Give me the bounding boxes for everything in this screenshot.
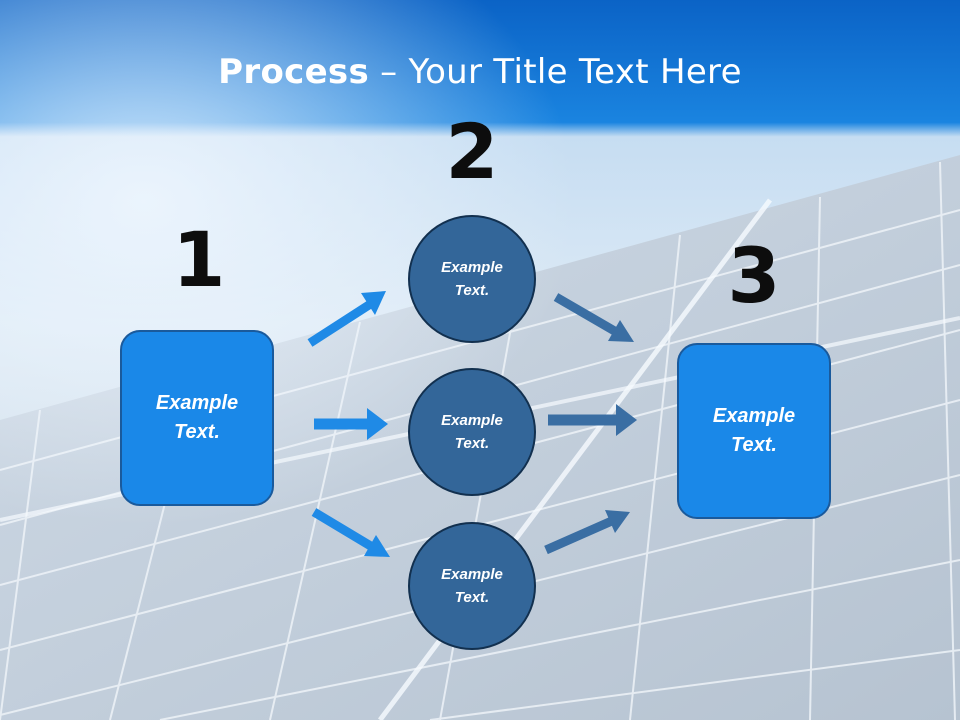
circle-top-label: Example Text. (441, 259, 503, 299)
title-rest-text: – Your Title Text Here (369, 52, 742, 92)
arrow-box1-to-circle-middle (314, 408, 388, 440)
step-number-2: 2 (445, 107, 499, 196)
arrow-box1-to-circle-bottom (311, 508, 390, 557)
arrow-circle-top-to-box3 (553, 293, 634, 342)
circle-middle-label: Example Text. (441, 412, 503, 452)
step-3-box: Example Text. (677, 343, 831, 519)
step-1-box: Example Text. (120, 330, 274, 506)
step-2-circle-middle: Example Text. (408, 368, 536, 496)
step-number-1: 1 (172, 215, 226, 304)
title-bold-text: Process (218, 52, 370, 92)
step-number-3: 3 (727, 231, 781, 320)
step-1-box-label: Example Text. (155, 392, 239, 443)
arrow-box1-to-circle-top (307, 291, 386, 347)
step-2-circle-top: Example Text. (408, 215, 536, 343)
slide-title: Process – Your Title Text Here (0, 52, 960, 92)
step-2-circle-bottom: Example Text. (408, 522, 536, 650)
step-3-box-label: Example Text. (712, 405, 796, 456)
arrow-circle-middle-to-box3 (548, 404, 637, 436)
circle-bottom-label: Example Text. (441, 566, 503, 606)
arrow-circle-bottom-to-box3 (544, 510, 630, 555)
